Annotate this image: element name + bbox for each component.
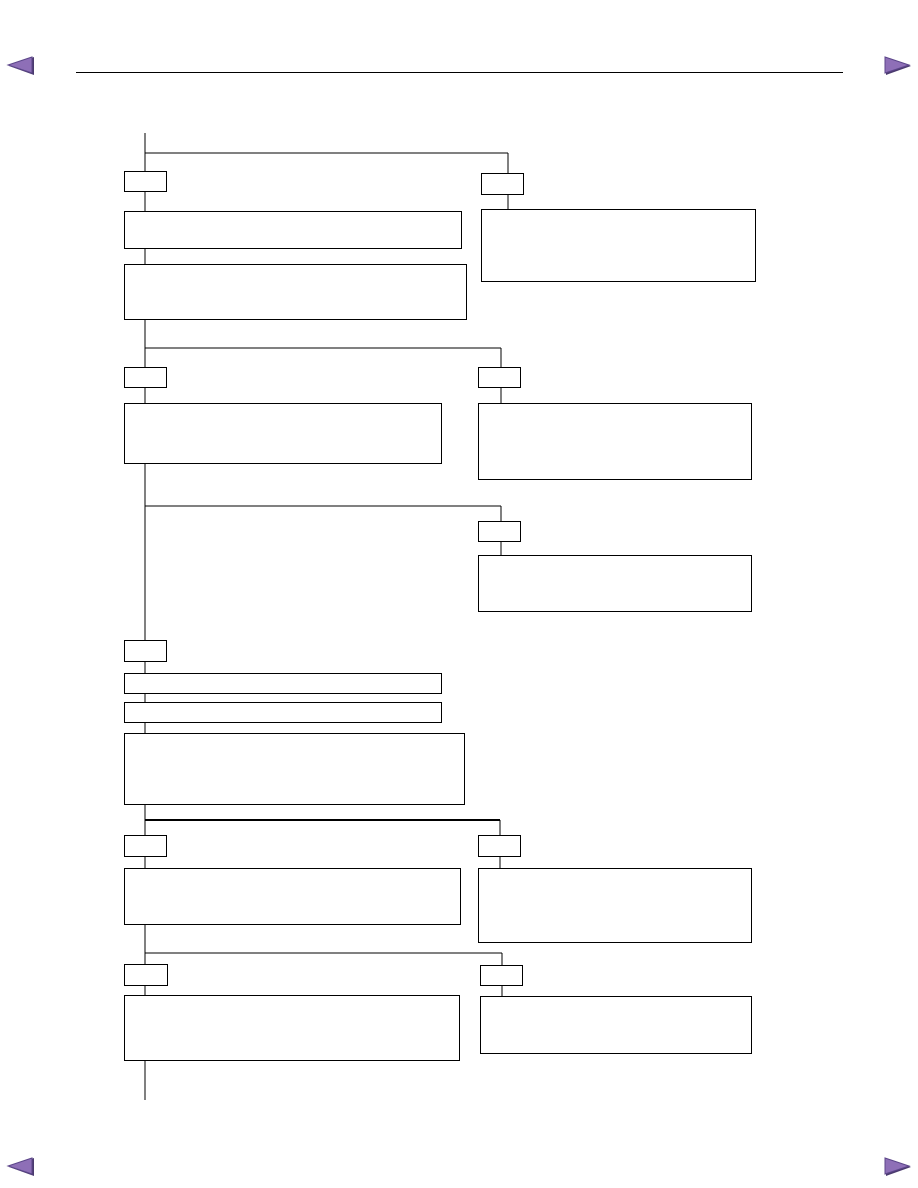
result-box [478, 403, 752, 480]
step-label-box [124, 171, 167, 192]
result-box [478, 555, 752, 612]
prev-page-arrow-icon[interactable] [6, 1155, 36, 1179]
result-box [480, 996, 752, 1054]
next-page-arrow-icon[interactable] [882, 1155, 912, 1179]
action-box [124, 733, 465, 805]
step-label-box [124, 964, 168, 986]
action-box [124, 211, 462, 249]
step-label-box [124, 640, 167, 662]
step-label-box [478, 367, 521, 388]
step-label-box [124, 835, 167, 857]
step-label-box [480, 965, 523, 986]
step-label-box [478, 835, 521, 857]
step-label-box [481, 173, 524, 195]
step-label-box [124, 367, 167, 388]
action-box [124, 403, 442, 464]
action-box [124, 702, 442, 723]
header-rule [76, 72, 843, 73]
action-box [124, 995, 460, 1061]
next-page-arrow-icon[interactable] [882, 54, 912, 78]
action-box [124, 673, 442, 694]
prev-page-arrow-icon[interactable] [6, 54, 36, 78]
action-box [124, 264, 467, 320]
result-box [481, 209, 756, 282]
action-box [124, 868, 461, 925]
result-box [478, 868, 752, 943]
step-label-box [478, 521, 521, 542]
